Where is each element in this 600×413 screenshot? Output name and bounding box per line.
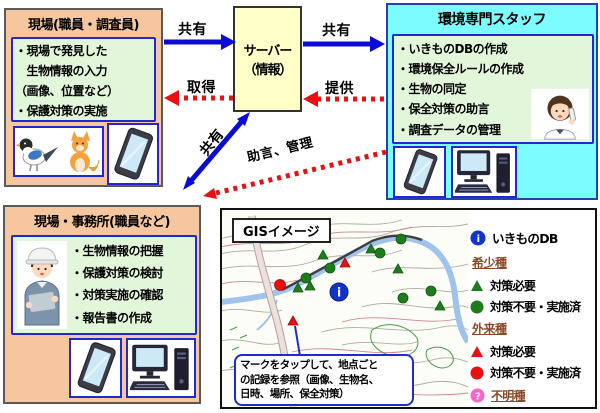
red-triangle-icon	[471, 346, 483, 357]
share-label-field-server: 共有	[178, 22, 207, 38]
legend-db-label: いきものDB	[492, 231, 558, 246]
expert-box-title: 環境専門スタッフ	[438, 12, 547, 28]
field-task: ・現場で発見した	[15, 44, 108, 58]
map-markers-rare-done	[300, 233, 437, 304]
river	[222, 234, 468, 344]
legend-unknown-label: 不明種	[491, 389, 526, 403]
field-box-title: 現場(職員・調査員)	[28, 18, 139, 33]
office-box: 現場・事務所(職員など) ・生物情報の把握 ・保護対策の検討 ・対策実施の確認	[3, 205, 201, 404]
share-label-server-expert: 共有	[322, 23, 351, 39]
legend-alien-done-row: 対策不要・実施済	[470, 364, 596, 381]
svg-text:i: i	[337, 286, 341, 300]
gis-image-label: GISイメージ	[232, 218, 331, 243]
advice-manage-label: 助言、管理	[245, 135, 315, 166]
acquire-label: 取得	[187, 80, 216, 96]
woman-operator-icon	[531, 88, 589, 140]
legend-unknown-row: ? 不明種	[470, 387, 596, 404]
expert-task: ・生物の同定	[397, 82, 467, 97]
smartphone-card	[69, 338, 122, 398]
field-task: 生物情報の入力	[15, 64, 108, 79]
map-marker-db-info: i	[329, 282, 349, 302]
map-markers-alien-need	[287, 257, 351, 326]
bird-and-fox-icon	[16, 131, 100, 172]
smartphone-icon	[403, 149, 437, 195]
smartphone-icon	[77, 342, 116, 394]
vegetation-marks	[229, 324, 454, 369]
info-marker-icon: i	[470, 230, 486, 245]
office-task: ・報告書の作成	[71, 310, 152, 325]
gis-panel: i GISイメージ マークをタップして、地点ごと の記録を参照（画像、生物名、 …	[220, 208, 597, 409]
computer-card	[451, 146, 517, 198]
server-box: サーバー （情報）	[233, 6, 302, 112]
office-task: ・保護対策の検討	[71, 266, 164, 281]
legend-db-row: i いきものDB	[470, 228, 596, 247]
share-label-server-office: 共有	[197, 126, 228, 159]
green-circle-icon	[470, 300, 484, 313]
desktop-computer-icon	[130, 344, 189, 391]
legend-alien-need-label: 対策必要	[490, 345, 536, 359]
map-legend: i いきものDB 希少種 対策必要 対策不要・実施済 外来種	[470, 226, 596, 408]
legend-alien-done-label: 対策不要・実施済	[490, 366, 581, 380]
advice-manage-arrow	[203, 149, 387, 199]
computer-card	[126, 338, 196, 398]
callout-line: の記録を参照（画像、生物名、	[240, 373, 379, 386]
legend-rare-need-row: 対策必要	[470, 277, 596, 294]
svg-text:?: ?	[475, 392, 481, 403]
office-task-panel: ・生物情報の把握 ・保護対策の検討 ・対策実施の確認 ・報告書の作成	[11, 235, 197, 335]
field-task-panel: ・現場で発見した 生物情報の入力 （画像、位置など） ・保護対策の実施	[11, 37, 156, 122]
expert-task: ・保全対策の助言	[397, 102, 490, 117]
legend-rare-done-label: 対策不要・実施済	[490, 300, 581, 314]
legend-rare-header: 希少種	[472, 256, 507, 270]
expert-task-panel: ・いきものDBの作成 ・環境保全ルールの作成 ・生物の同定 ・保全対策の助言 ・…	[392, 34, 594, 144]
provide-label: 提供	[325, 81, 354, 97]
map-markers-alien-done	[274, 279, 286, 291]
office-box-title: 現場・事務所(職員など)	[34, 215, 170, 230]
svg-text:i: i	[477, 234, 480, 245]
worker-icon	[17, 241, 67, 329]
field-box: 現場(職員・調査員) ・現場で発見した 生物情報の入力 （画像、位置など） ・保…	[4, 8, 163, 187]
server-name: サーバー	[243, 44, 293, 59]
green-triangle-icon	[471, 280, 483, 291]
map-markers-rare-need	[292, 243, 446, 311]
legend-rare-done-row: 対策不要・実施済	[470, 298, 596, 315]
server-name-sub: （情報）	[243, 63, 292, 78]
expert-task: ・いきものDBの作成	[397, 42, 508, 56]
expert-task: ・環境保全ルールの作成	[397, 62, 524, 77]
desktop-computer-icon	[455, 150, 510, 193]
field-task: （画像、位置など）	[15, 84, 119, 99]
callout-line: マークをタップして、地点ごと	[240, 359, 378, 371]
red-circle-icon	[470, 366, 484, 379]
map-tap-callout: マークをタップして、地点ごと の記録を参照（画像、生物名、 日時、場所、保全対策…	[234, 354, 414, 407]
smartphone-card	[107, 123, 159, 185]
field-task: ・保護対策の実施	[15, 104, 108, 119]
callout-line: 日時、場所、保全対策）	[240, 388, 350, 401]
legend-alien-header: 外来種	[472, 322, 507, 336]
office-task: ・対策実施の確認	[71, 288, 164, 303]
expert-box: 環境専門スタッフ ・いきものDBの作成 ・環境保全ルールの作成 ・生物の同定 ・…	[386, 3, 598, 200]
office-task: ・生物情報の把握	[71, 244, 164, 258]
legend-alien-need-row: 対策必要	[470, 343, 596, 360]
expert-task: ・調査データの管理	[397, 122, 501, 137]
smartphone-card	[393, 146, 446, 198]
question-marker-icon: ?	[470, 388, 485, 403]
callout-pointer-line	[294, 325, 301, 357]
legend-rare-need-label: 対策必要	[490, 279, 536, 293]
wildlife-photo-card	[13, 126, 104, 177]
smartphone-icon	[114, 127, 153, 180]
